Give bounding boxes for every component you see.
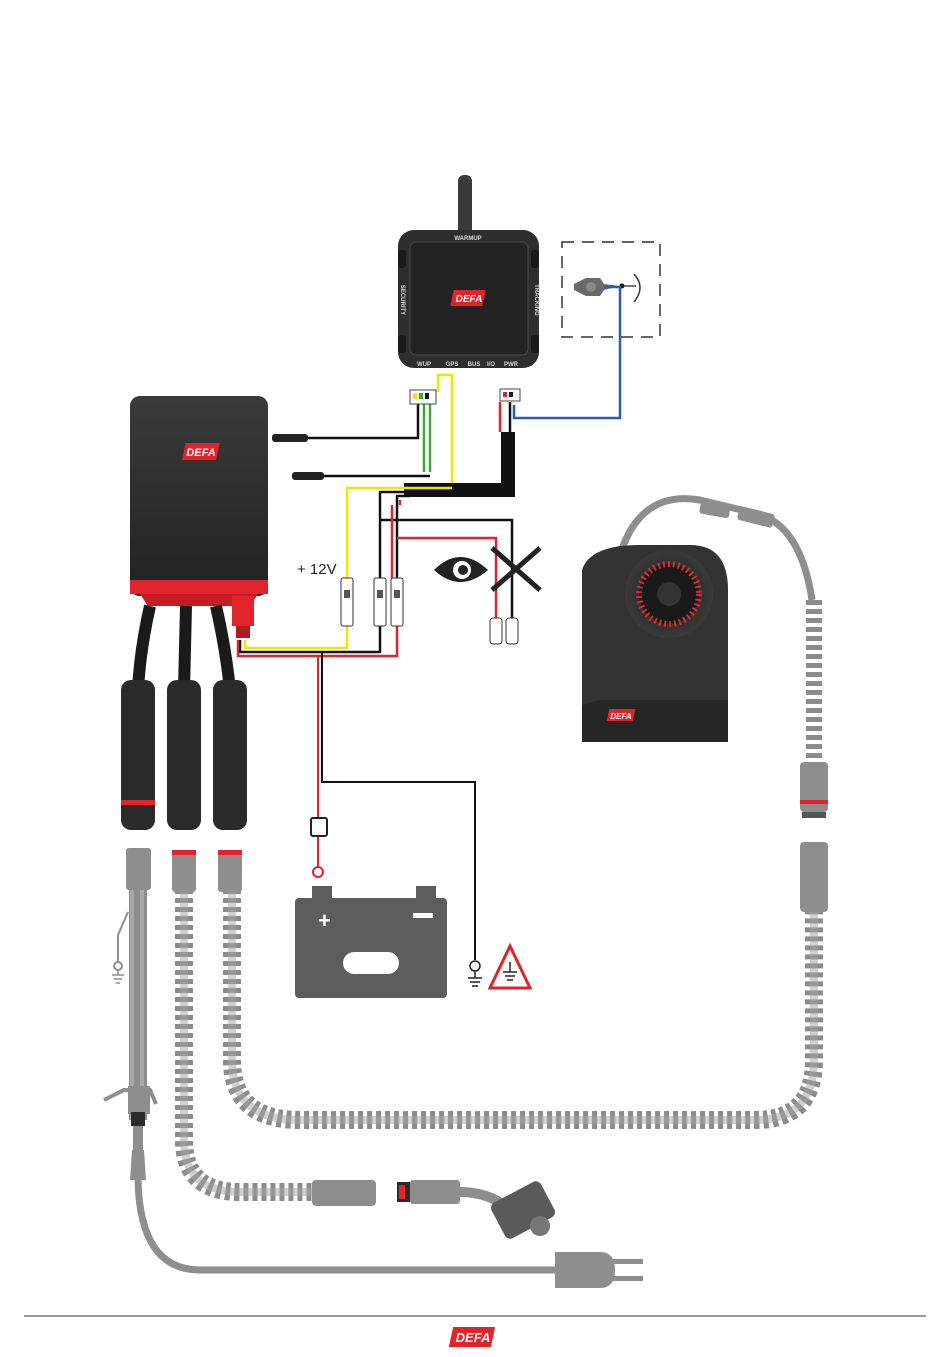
wiring [238, 287, 620, 960]
port-label-pwr: PWR [504, 362, 519, 368]
socket-adapter [312, 1179, 557, 1241]
svg-text:DEFA: DEFA [456, 1330, 491, 1345]
sensor-probe-2 [292, 472, 324, 480]
sensor-probe-1 [272, 434, 308, 442]
fan-heater: DEFA [582, 545, 728, 742]
svg-text:DEFA: DEFA [186, 447, 215, 459]
port-label-io: I/O [487, 362, 495, 368]
warning-icon [434, 548, 540, 590]
controller-logo: DEFA [450, 290, 485, 306]
left-ground-wire [112, 912, 128, 983]
footer-logo: DEFA [449, 1327, 495, 1347]
controller-unit: WARMUP SECURITY TRACKING WUP GPS BUS I/O… [398, 175, 539, 368]
port-label-bus: BUS [468, 362, 481, 368]
voltage-label: + 12V [297, 561, 337, 578]
accessory-box [562, 242, 660, 337]
port-label-warmup: WARMUP [454, 236, 481, 242]
ground-symbol [468, 946, 530, 988]
port-label-gps: GPS [446, 362, 459, 368]
heater-logo: DEFA [607, 709, 636, 721]
power-module-logo: DEFA [182, 443, 220, 460]
port-label-security: SECURITY [399, 285, 405, 315]
port-label-wup: WUP [417, 362, 431, 368]
svg-text:+: + [318, 908, 331, 933]
power-module: DEFA [121, 396, 268, 830]
svg-text:DEFA: DEFA [610, 712, 632, 721]
svg-text:DEFA: DEFA [456, 294, 483, 305]
port-label-tracking: TRACKING [533, 284, 539, 316]
controller-connectors [410, 389, 520, 404]
